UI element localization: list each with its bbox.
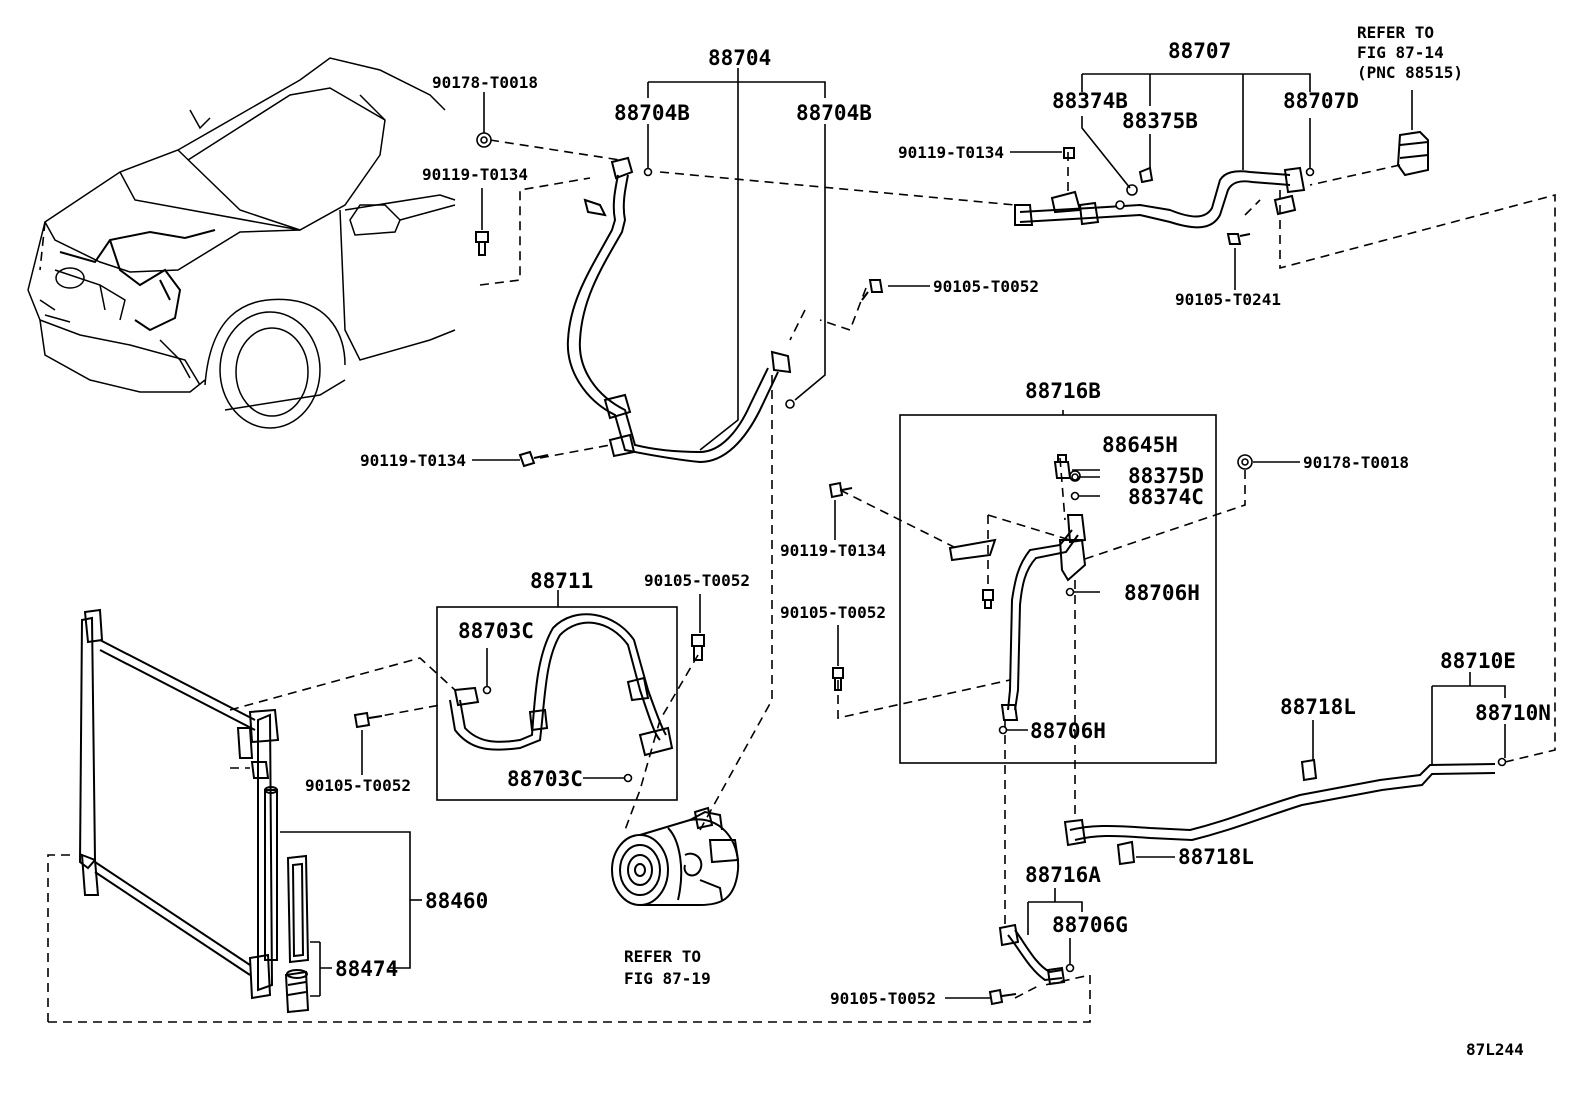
refer-fig-87-14-line1: REFER TO [1357,23,1434,42]
discharge-hose-assembly-icon [449,590,674,783]
label-88711: 88711 [530,569,593,593]
label-88374B: 88374B [1052,89,1128,113]
label-90105-T0052-bottom: 90105-T0052 [830,989,936,1008]
label-88710N: 88710N [1475,701,1551,725]
refer-fig-87-14-line3: (PNC 88515) [1357,63,1463,82]
receiver-icon [1396,90,1429,177]
liquid-tube-box [899,414,1217,764]
label-88718L-upper: 88718L [1280,695,1356,719]
label-90119-T0134-right: 90119-T0134 [898,143,1004,162]
label-88707D: 88707D [1283,89,1359,113]
label-88374C: 88374C [1128,485,1204,509]
bracket-88704 [647,68,826,451]
label-90119-T0134-mid: 90119-T0134 [360,451,466,470]
label-90178-T0018-right: 90178-T0018 [1303,453,1409,472]
cooler-pipe-icon [1063,672,1507,866]
label-88375B: 88375B [1122,109,1198,133]
dryer-icon [284,854,310,1014]
label-90119-T0134-top: 90119-T0134 [422,165,528,184]
label-88704B-left: 88704B [614,101,690,125]
condenser-icon [78,608,280,1000]
vehicle-outline-icon [27,57,456,429]
label-88707: 88707 [1168,39,1231,63]
label-88645H: 88645H [1102,433,1178,457]
label-88703C-lower: 88703C [507,767,583,791]
label-88718L-lower: 88718L [1178,845,1254,869]
liquid-tube-icon [948,410,1100,735]
label-90105-T0241: 90105-T0241 [1175,290,1281,309]
label-88704: 88704 [708,46,771,70]
label-88706H-lower: 88706H [1030,719,1106,743]
bracket-88707 [1081,73,1311,189]
hose-assembly-box [436,606,678,801]
pipe-88716A-icon [998,888,1083,986]
compressor-icon [611,806,740,906]
leader-lines [361,92,1300,999]
label-88706G: 88706G [1052,913,1128,937]
label-88704B-right: 88704B [796,101,872,125]
label-90178-T0018-top: 90178-T0018 [432,73,538,92]
bracket-88460 [280,831,422,997]
label-88710E: 88710E [1440,649,1516,673]
label-90105-T0052-condenser: 90105-T0052 [305,776,411,795]
suction-pipe-icon [1014,166,1315,229]
refer-fig-87-19-line2: FIG 87-19 [624,969,711,988]
label-90105-T0052-compressor: 90105-T0052 [644,571,750,590]
label-88706H-upper: 88706H [1124,581,1200,605]
label-90105-T0052-upper: 90105-T0052 [933,277,1039,296]
refer-fig-87-19-line1: REFER TO [624,947,701,966]
connection-dashes [47,139,1556,1023]
label-88716B: 88716B [1025,379,1101,403]
label-88474: 88474 [335,957,398,981]
label-90105-T0052-mid: 90105-T0052 [780,603,886,622]
figure-code: 87L244 [1466,1040,1524,1059]
part-labels: 88704 88704B 88704B 90178-T0018 90119-T0… [305,23,1551,1059]
label-88460: 88460 [425,889,488,913]
discharge-hose-icon [566,156,795,464]
label-88716A: 88716A [1025,863,1101,887]
refer-fig-87-14-line2: FIG 87-14 [1357,43,1444,62]
bolt-icon [353,147,1251,1006]
label-90119-T0134-lower: 90119-T0134 [780,541,886,560]
nut-icon [476,132,1253,481]
label-88703C-upper: 88703C [458,619,534,643]
label-88375D: 88375D [1128,464,1204,488]
